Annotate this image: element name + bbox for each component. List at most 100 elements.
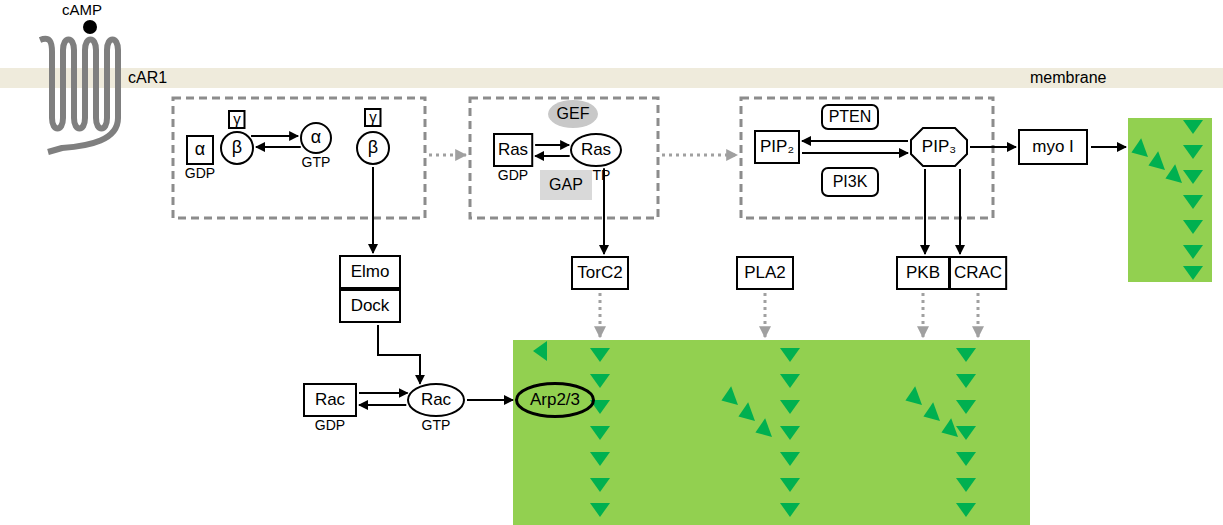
enzyme-box: PTEN [821, 104, 879, 130]
actin-panel [513, 340, 1030, 525]
module-bracket [741, 98, 993, 218]
effector-box-shape [897, 257, 949, 289]
signal-arrow [372, 167, 374, 253]
signal-arrow [802, 140, 908, 142]
lipid-box-shape [755, 131, 799, 163]
effector-box-shape [737, 257, 793, 289]
node-name: GEF [557, 105, 590, 123]
arp-ellipse-shape [517, 384, 594, 417]
node-name: Ras [581, 141, 611, 160]
effect-arrow [764, 293, 767, 337]
process-box: Dock [339, 289, 401, 323]
rac-ellipse-shape [408, 384, 464, 416]
gap-box-shape [540, 170, 592, 200]
rac-box: RacGDP [303, 383, 357, 417]
gef-ellipse: GEF [548, 100, 598, 128]
signal-arrow [359, 392, 408, 394]
state-label: GTP [422, 418, 451, 433]
effect-arrow [922, 293, 925, 337]
g-beta-circle: β [220, 131, 254, 165]
signal-arrow [535, 144, 569, 146]
gap-box: GAP [540, 170, 592, 200]
ras-box-shape [494, 134, 532, 166]
node-name: PIP₂ [760, 138, 794, 157]
ligand-dot [83, 20, 97, 34]
lipid-octagon-shape [911, 128, 967, 166]
g-gamma-box: γ [228, 110, 246, 129]
signal-arrow [251, 135, 298, 137]
g-beta-circle-shape [357, 132, 389, 164]
signal-arrow [924, 169, 926, 254]
g-beta-circle-shape [221, 132, 253, 164]
receptor-label: cAR1 [128, 69, 167, 87]
enzyme-box: PI3K [821, 167, 879, 197]
g-gamma-box-shape [365, 109, 381, 126]
node-name: β [232, 138, 242, 158]
node-name: Rac [315, 391, 345, 410]
node-name: Elmo [351, 263, 390, 282]
state-label: GDP [315, 418, 345, 433]
node-name: PKB [906, 264, 940, 283]
g-beta-circle: β [356, 131, 390, 165]
actin-filaments [533, 120, 1203, 517]
node-name: PLA2 [744, 264, 786, 283]
g-gamma-box: γ [364, 108, 382, 127]
effector-box: PLA2 [736, 256, 794, 290]
g-alpha-circle: αGTP [300, 122, 332, 154]
node-name: Ras [498, 141, 528, 160]
signal-arrow [535, 155, 570, 157]
signal-arrow [959, 169, 961, 254]
module-arrow [662, 154, 737, 157]
gef-ellipse-shape [548, 100, 598, 128]
process-box-shape [340, 290, 400, 322]
effector-box: myo I [1018, 129, 1088, 165]
signal-arrow [802, 152, 908, 154]
node-name: Rac [421, 391, 451, 410]
effector-box-shape [572, 257, 628, 289]
effector-box: PKB [896, 256, 950, 290]
node-name: Dock [351, 297, 390, 316]
effector-box-shape [950, 257, 1006, 289]
effect-arrow [1091, 146, 1126, 148]
module-bracket [173, 98, 425, 218]
node-name: Arp2/3 [530, 391, 580, 410]
membrane-label: membrane [1030, 69, 1106, 87]
effector-box-shape [1019, 130, 1087, 164]
effect-arrow [977, 293, 980, 337]
lipid-octagon: PIP₃ [910, 127, 968, 167]
enzyme-box-shape [822, 168, 878, 196]
module-bracket [470, 98, 658, 218]
state-label: GDP [185, 166, 215, 181]
effector-box: TorC2 [571, 256, 629, 290]
effector-box: CRAC [949, 256, 1007, 290]
node-name: PI3K [833, 173, 868, 191]
rac-ellipse: RacGTP [407, 383, 465, 417]
signal-arrow [256, 146, 301, 148]
signal-arrow [378, 325, 420, 384]
signal-arrow [359, 404, 406, 406]
node-name: GAP [549, 176, 583, 194]
node-name: CRAC [954, 264, 1002, 283]
node-name: myo I [1032, 138, 1074, 157]
ras-ellipse: RasGTP [570, 133, 622, 167]
g-alpha-box-shape [187, 136, 213, 164]
effect-arrow [599, 293, 602, 337]
node-name: γ [369, 109, 377, 126]
process-box-shape [340, 256, 400, 288]
module-arrow [429, 154, 466, 157]
ligand-label: cAMP [62, 2, 102, 19]
g-alpha-box: αGDP [186, 135, 214, 165]
g-alpha-circle-shape [301, 123, 331, 153]
enzyme-box-shape [822, 105, 878, 129]
node-name: TorC2 [577, 264, 622, 283]
node-name: α [195, 140, 205, 160]
state-label: GTP [302, 155, 331, 170]
g-gamma-box-shape [229, 111, 245, 128]
state-label: GDP [498, 168, 528, 183]
rac-box-shape [304, 384, 356, 416]
node-name: PIP₃ [922, 138, 956, 157]
actin-panel [1128, 118, 1212, 282]
membrane-band [0, 68, 1223, 88]
node-name: PTEN [829, 108, 872, 126]
